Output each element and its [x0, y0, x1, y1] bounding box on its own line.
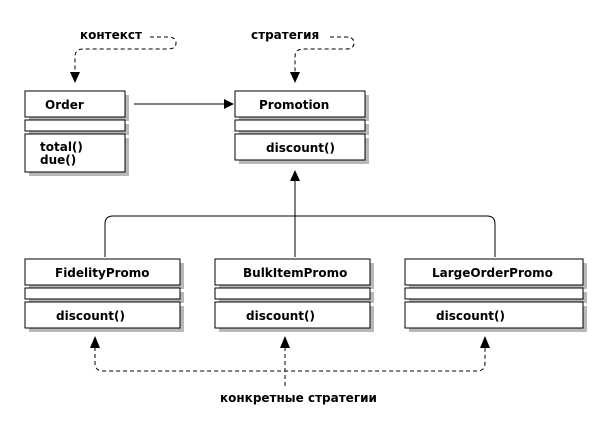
class-order: Order total() due(): [24, 90, 129, 176]
class-fidelity-method-discount: discount(): [56, 309, 125, 323]
class-largeorder-name-box: [404, 258, 584, 286]
annotation-context: контекст: [70, 28, 177, 83]
class-promotion-methods-box: [234, 133, 366, 161]
class-order-method-total: total(): [40, 140, 83, 154]
class-bulkitem-name-box: [214, 258, 371, 286]
class-promotion-name: Promotion: [259, 98, 329, 112]
class-largeorder-name: LargeOrderPromo: [432, 266, 553, 280]
class-fidelity-name-box: [24, 258, 181, 286]
class-order-name: Order: [45, 98, 84, 112]
class-order-name-box: [24, 90, 126, 118]
annotation-concrete-strategies-label: конкретные стратегии: [220, 391, 377, 405]
class-promotion-method-discount: discount(): [266, 141, 335, 155]
class-largeorder-methods-box: [404, 301, 584, 329]
class-bulkitem-name: BulkItemPromo: [243, 266, 347, 280]
annotation-strategy-label: стратегия: [251, 28, 319, 42]
class-order-methods-box: [24, 133, 126, 173]
class-fidelity-methods-box: [24, 301, 181, 329]
class-fidelity-promo: FidelityPromo discount(): [24, 258, 184, 332]
class-promotion-attributes-box: [234, 119, 366, 132]
class-promotion: Promotion discount(): [234, 90, 369, 164]
class-bulkitem-promo: BulkItemPromo discount(): [214, 258, 374, 332]
class-largeorder-attributes-box: [404, 287, 584, 300]
class-order-attributes-box: [24, 119, 126, 132]
class-largeorder-method-discount: discount(): [436, 309, 505, 323]
class-order-method-due: due(): [40, 153, 76, 167]
class-bulkitem-method-discount: discount(): [246, 309, 315, 323]
class-bulkitem-attributes-box: [214, 287, 371, 300]
annotation-context-arrowhead: [70, 72, 80, 83]
inheritance-connector: [104, 170, 496, 257]
class-fidelity-name: FidelityPromo: [55, 266, 150, 280]
class-bulkitem-methods-box: [214, 301, 371, 329]
annotation-strategy: стратегия: [251, 28, 355, 83]
annotation-strategy-arrowhead: [290, 72, 300, 83]
annotation-context-label: контекст: [80, 28, 142, 42]
inheritance-arrowhead: [290, 170, 300, 181]
annotation-concrete-strategies: конкретные стратегии: [90, 336, 490, 405]
class-largeorder-promo: LargeOrderPromo discount(): [404, 258, 587, 332]
class-fidelity-attributes-box: [24, 287, 181, 300]
class-promotion-name-box: [234, 90, 366, 118]
